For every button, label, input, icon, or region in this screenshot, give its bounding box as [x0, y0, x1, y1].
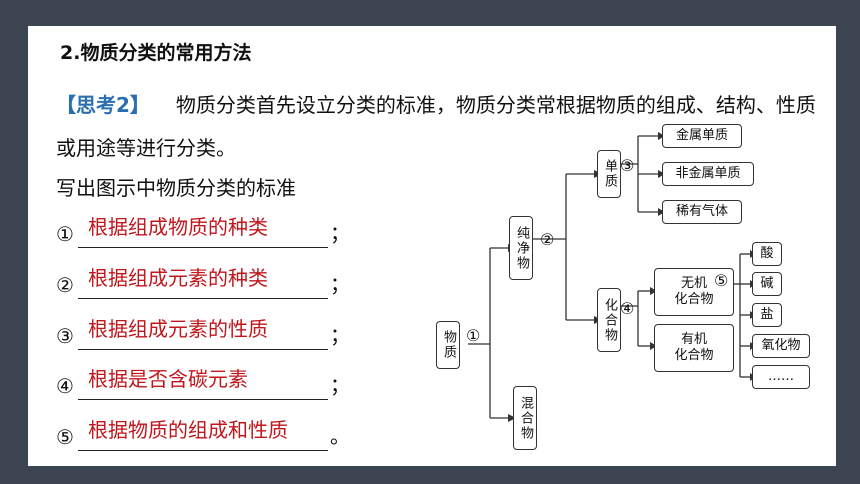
answer-number: ④ [56, 374, 74, 398]
node-nonmetal-element: 非金属单质 [662, 162, 754, 186]
node-substance: 物质 [436, 321, 460, 369]
section-heading: 2.物质分类的常用方法 [60, 42, 252, 64]
diagram-connectors [468, 132, 756, 422]
mark-1: ① [466, 326, 481, 345]
answer-number: ③ [56, 324, 74, 348]
answer-punct: 。 [330, 424, 350, 448]
node-oxide: 氧化物 [752, 334, 810, 358]
question-tag: 【思考2】 [56, 93, 150, 117]
node-base: 碱 [752, 272, 782, 296]
node-acid: 酸 [752, 242, 782, 266]
answer-text: 根据组成物质的种类 [88, 215, 268, 239]
answer-number: ⑤ [56, 425, 74, 449]
answer-punct: ； [330, 323, 350, 347]
answer-punct: ； [330, 373, 350, 397]
node-inorganic: 无机 化合物 [654, 268, 734, 316]
answer-blank-line [78, 450, 328, 451]
node-organic: 有机 化合物 [654, 324, 734, 372]
answer-text: 根据物质的组成和性质 [88, 418, 288, 442]
node-noble-gas: 稀有气体 [662, 200, 742, 224]
node-etc: …… [752, 365, 810, 389]
answer-text: 根据是否含碳元素 [88, 367, 248, 391]
mark-3: ③ [620, 156, 635, 175]
question-block: 【思考2】物质分类首先设立分类的标准，物质分类常根据物质的组成、结构、性质或用途… [56, 84, 816, 170]
answer-blank-line [78, 399, 328, 400]
node-element: 单质 [597, 150, 621, 198]
prompt-text: 写出图示中物质分类的标准 [56, 176, 296, 200]
node-metal-element: 金属单质 [662, 124, 742, 148]
answer-text: 根据组成元素的种类 [88, 266, 268, 290]
slide: 2.物质分类的常用方法 【思考2】物质分类首先设立分类的标准，物质分类常根据物质… [28, 26, 836, 466]
answer-number: ① [56, 222, 74, 246]
answer-blank-line [78, 349, 328, 350]
answer-punct: ； [330, 221, 350, 245]
answer-blank-line [78, 298, 328, 299]
mark-4: ④ [620, 299, 635, 318]
answer-punct: ； [330, 272, 350, 296]
node-compound: 化合物 [597, 288, 621, 352]
answer-number: ② [56, 273, 74, 297]
node-salt: 盐 [752, 303, 782, 327]
node-mixture: 混合物 [513, 386, 537, 450]
mark-5: ⑤ [714, 271, 729, 290]
answer-text: 根据组成元素的性质 [88, 317, 268, 341]
node-pure: 纯净物 [509, 216, 533, 280]
question-text: 物质分类首先设立分类的标准，物质分类常根据物质的组成、结构、性质或用途等进行分类… [56, 93, 816, 160]
mark-2: ② [540, 230, 555, 249]
classification-diagram: 物质 ① 纯净物 ② 混合物 单质 ③ 化合物 ④ 金属单质 非金属单质 稀有气… [28, 26, 836, 466]
answer-blank-line [78, 247, 328, 248]
